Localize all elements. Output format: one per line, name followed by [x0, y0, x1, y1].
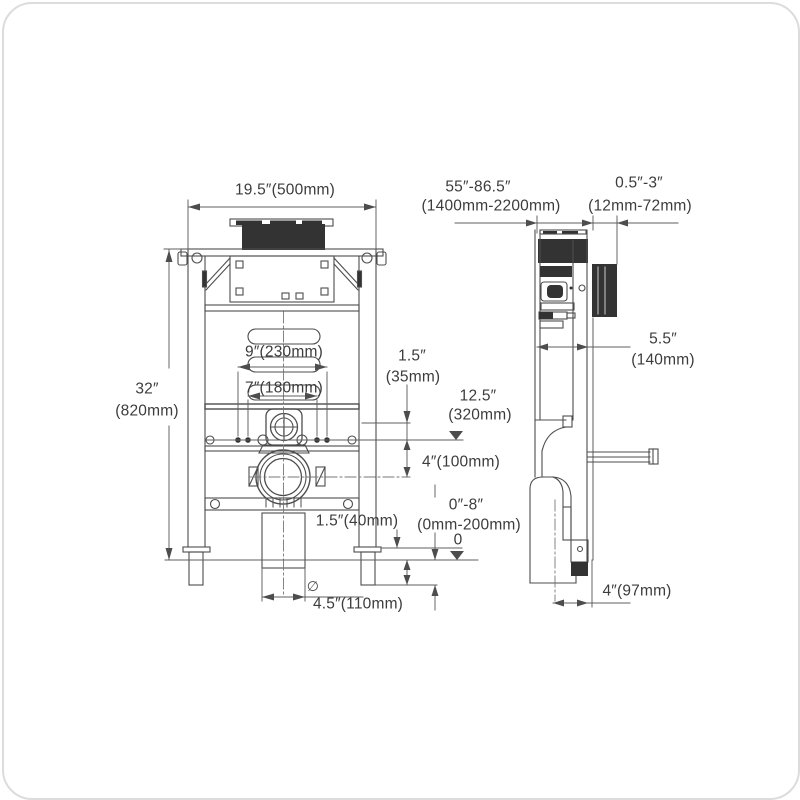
dim-flush-offset-in: 1.5″ [398, 347, 426, 365]
dim-bolt-width: 7″(180mm) [245, 379, 323, 397]
dim-frame-depth-in: 5.5″ [649, 330, 677, 348]
front-view-drawing [177, 218, 411, 598]
dim-wall-finish-mm: (12mm-72mm) [588, 197, 692, 215]
dim-drain-height: 4″(100mm) [422, 453, 500, 471]
dim-install-height-mm: (1400mm-2200mm) [421, 197, 561, 215]
dim-supply-height-in: 12.5″ [459, 387, 497, 405]
dim-install-height-in: 55″-86.5″ [445, 178, 511, 196]
dim-supply-height-mm: (320mm) [448, 406, 512, 424]
dim-frame-depth-mm: (140mm) [631, 351, 695, 369]
dim-flush-offset-mm: (35mm) [385, 368, 441, 386]
side-view-drawing [529, 229, 659, 602]
dimension-arrows [165, 203, 628, 607]
dim-frame-height-mm: (820mm) [115, 402, 179, 420]
dim-adjust-range-mm: (0mm-200mm) [417, 516, 521, 534]
dim-outlet-offset: 4″(97mm) [602, 582, 672, 600]
diameter-symbol-icon: ∅ [306, 578, 320, 594]
dim-frame-width: 19.5″(500mm) [234, 181, 336, 199]
floor-zero-marker-label: 0 [453, 531, 463, 549]
dim-outlet-pipe-width: 4.5″(110mm) [312, 595, 404, 613]
dim-leg-height: 1.5″(40mm) [315, 512, 399, 530]
dim-slot-width: 9″(230mm) [245, 343, 323, 361]
dim-wall-finish-in: 0.5″-3″ [615, 174, 663, 192]
dim-adjust-range-in: 0″-8″ [448, 496, 484, 514]
dimension-lines [163, 199, 679, 611]
dim-frame-height-in: 32″ [135, 380, 159, 398]
